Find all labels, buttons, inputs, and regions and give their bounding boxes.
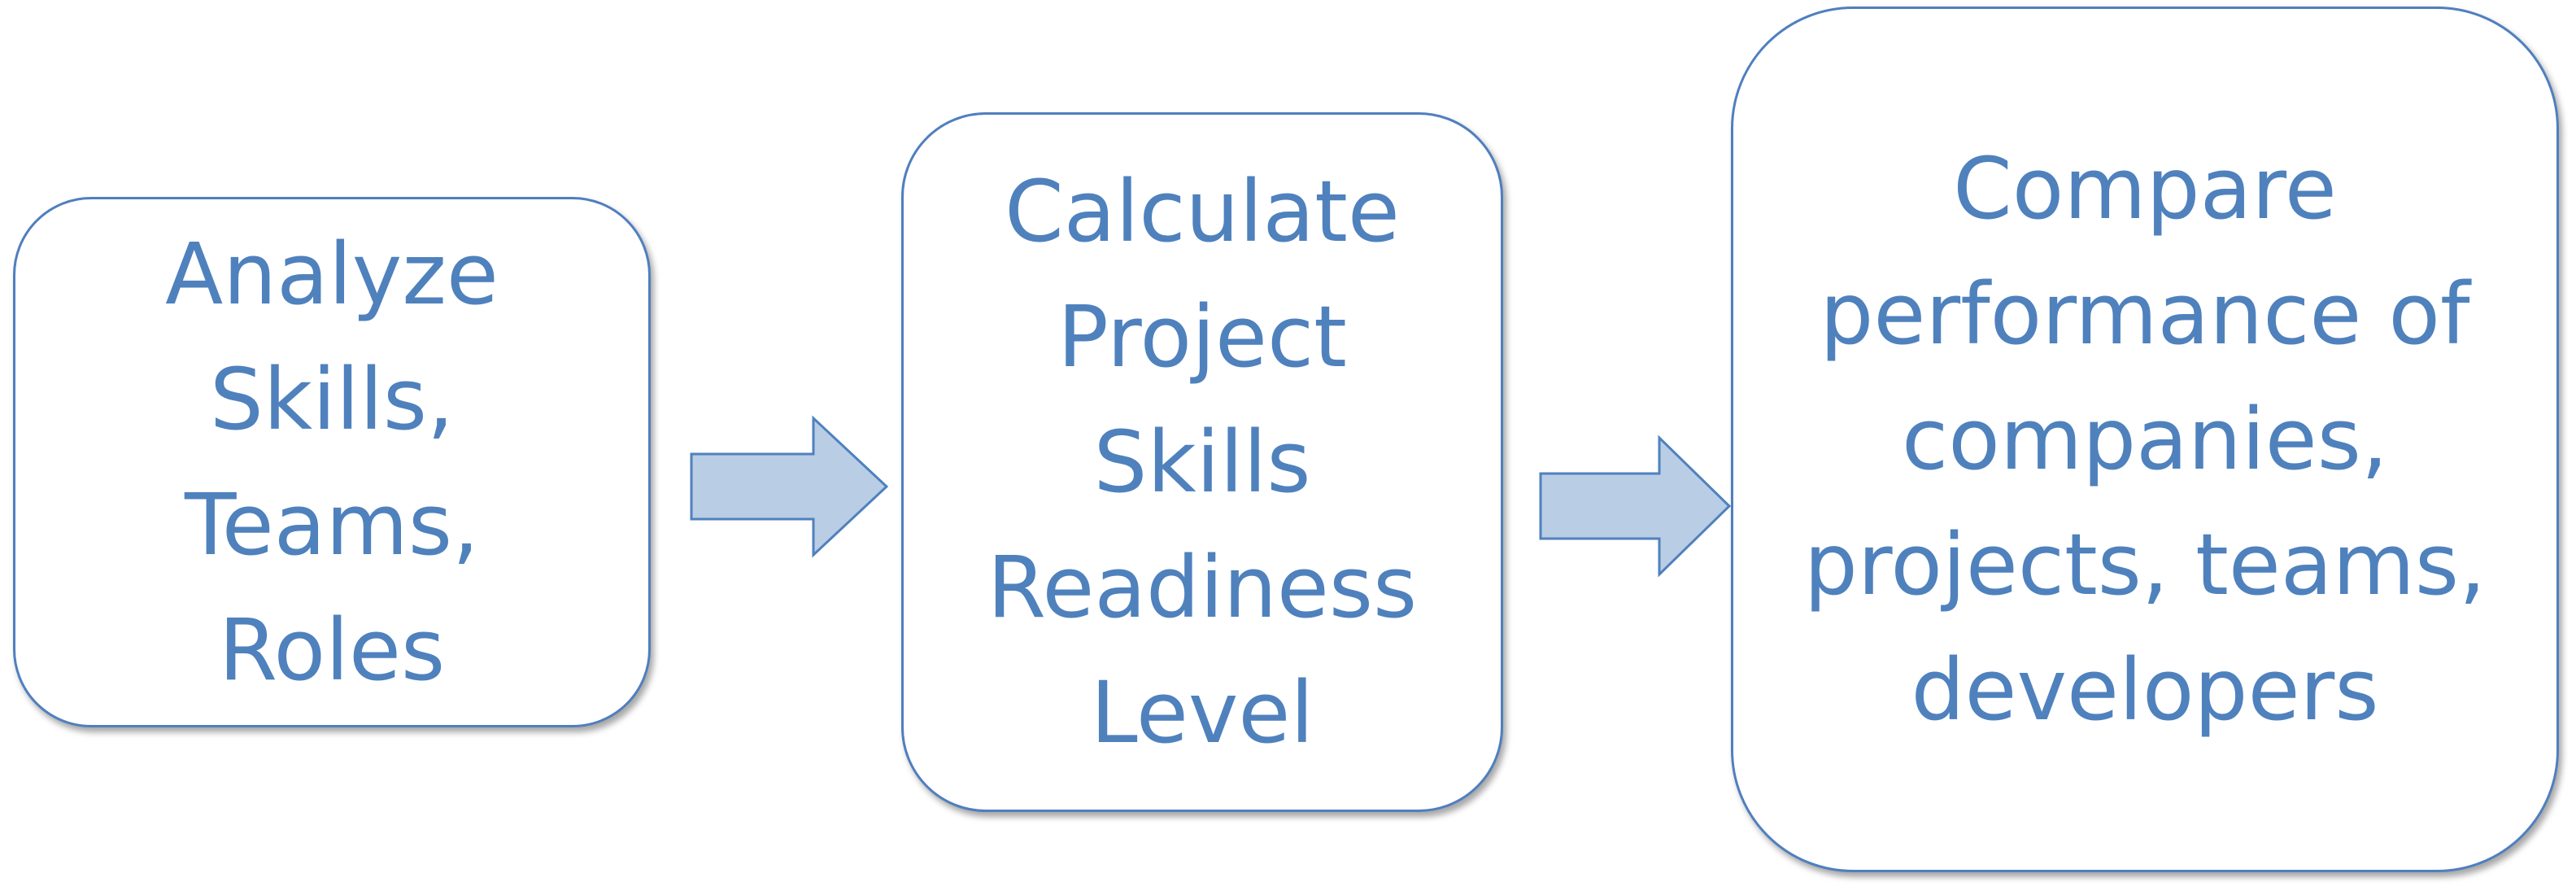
step-compare-box: Compare performance of companies, projec… — [1731, 7, 2559, 872]
step-compare-line-4: projects, teams, — [1803, 515, 2487, 614]
step-calculate-line-1: Calculate — [1005, 162, 1400, 261]
right-arrow-icon — [690, 415, 889, 558]
step-compare-line-3: companies, — [1902, 390, 2388, 489]
step-calculate-line-5: Level — [1090, 663, 1314, 762]
step-compare-line-5: developers — [1911, 640, 2379, 740]
step-analyze-line-1: Analyze — [165, 225, 499, 324]
step-analyze-line-2: Skills, — [209, 350, 455, 449]
step-calculate-line-3: Skills — [1093, 413, 1311, 512]
step-analyze-line-4: Roles — [218, 600, 446, 700]
step-calculate-line-2: Project — [1057, 287, 1347, 386]
step-calculate-line-4: Readiness — [987, 538, 1418, 637]
step-compare-line-2: performance of — [1820, 264, 2470, 364]
step-compare-line-1: Compare — [1953, 139, 2337, 238]
right-arrow-icon — [1539, 434, 1732, 578]
step-calculate-box: Calculate Project Skills Readiness Level — [901, 112, 1503, 812]
step-analyze-box: Analyze Skills, Teams, Roles — [13, 197, 651, 727]
step-analyze-line-3: Teams, — [184, 475, 480, 574]
